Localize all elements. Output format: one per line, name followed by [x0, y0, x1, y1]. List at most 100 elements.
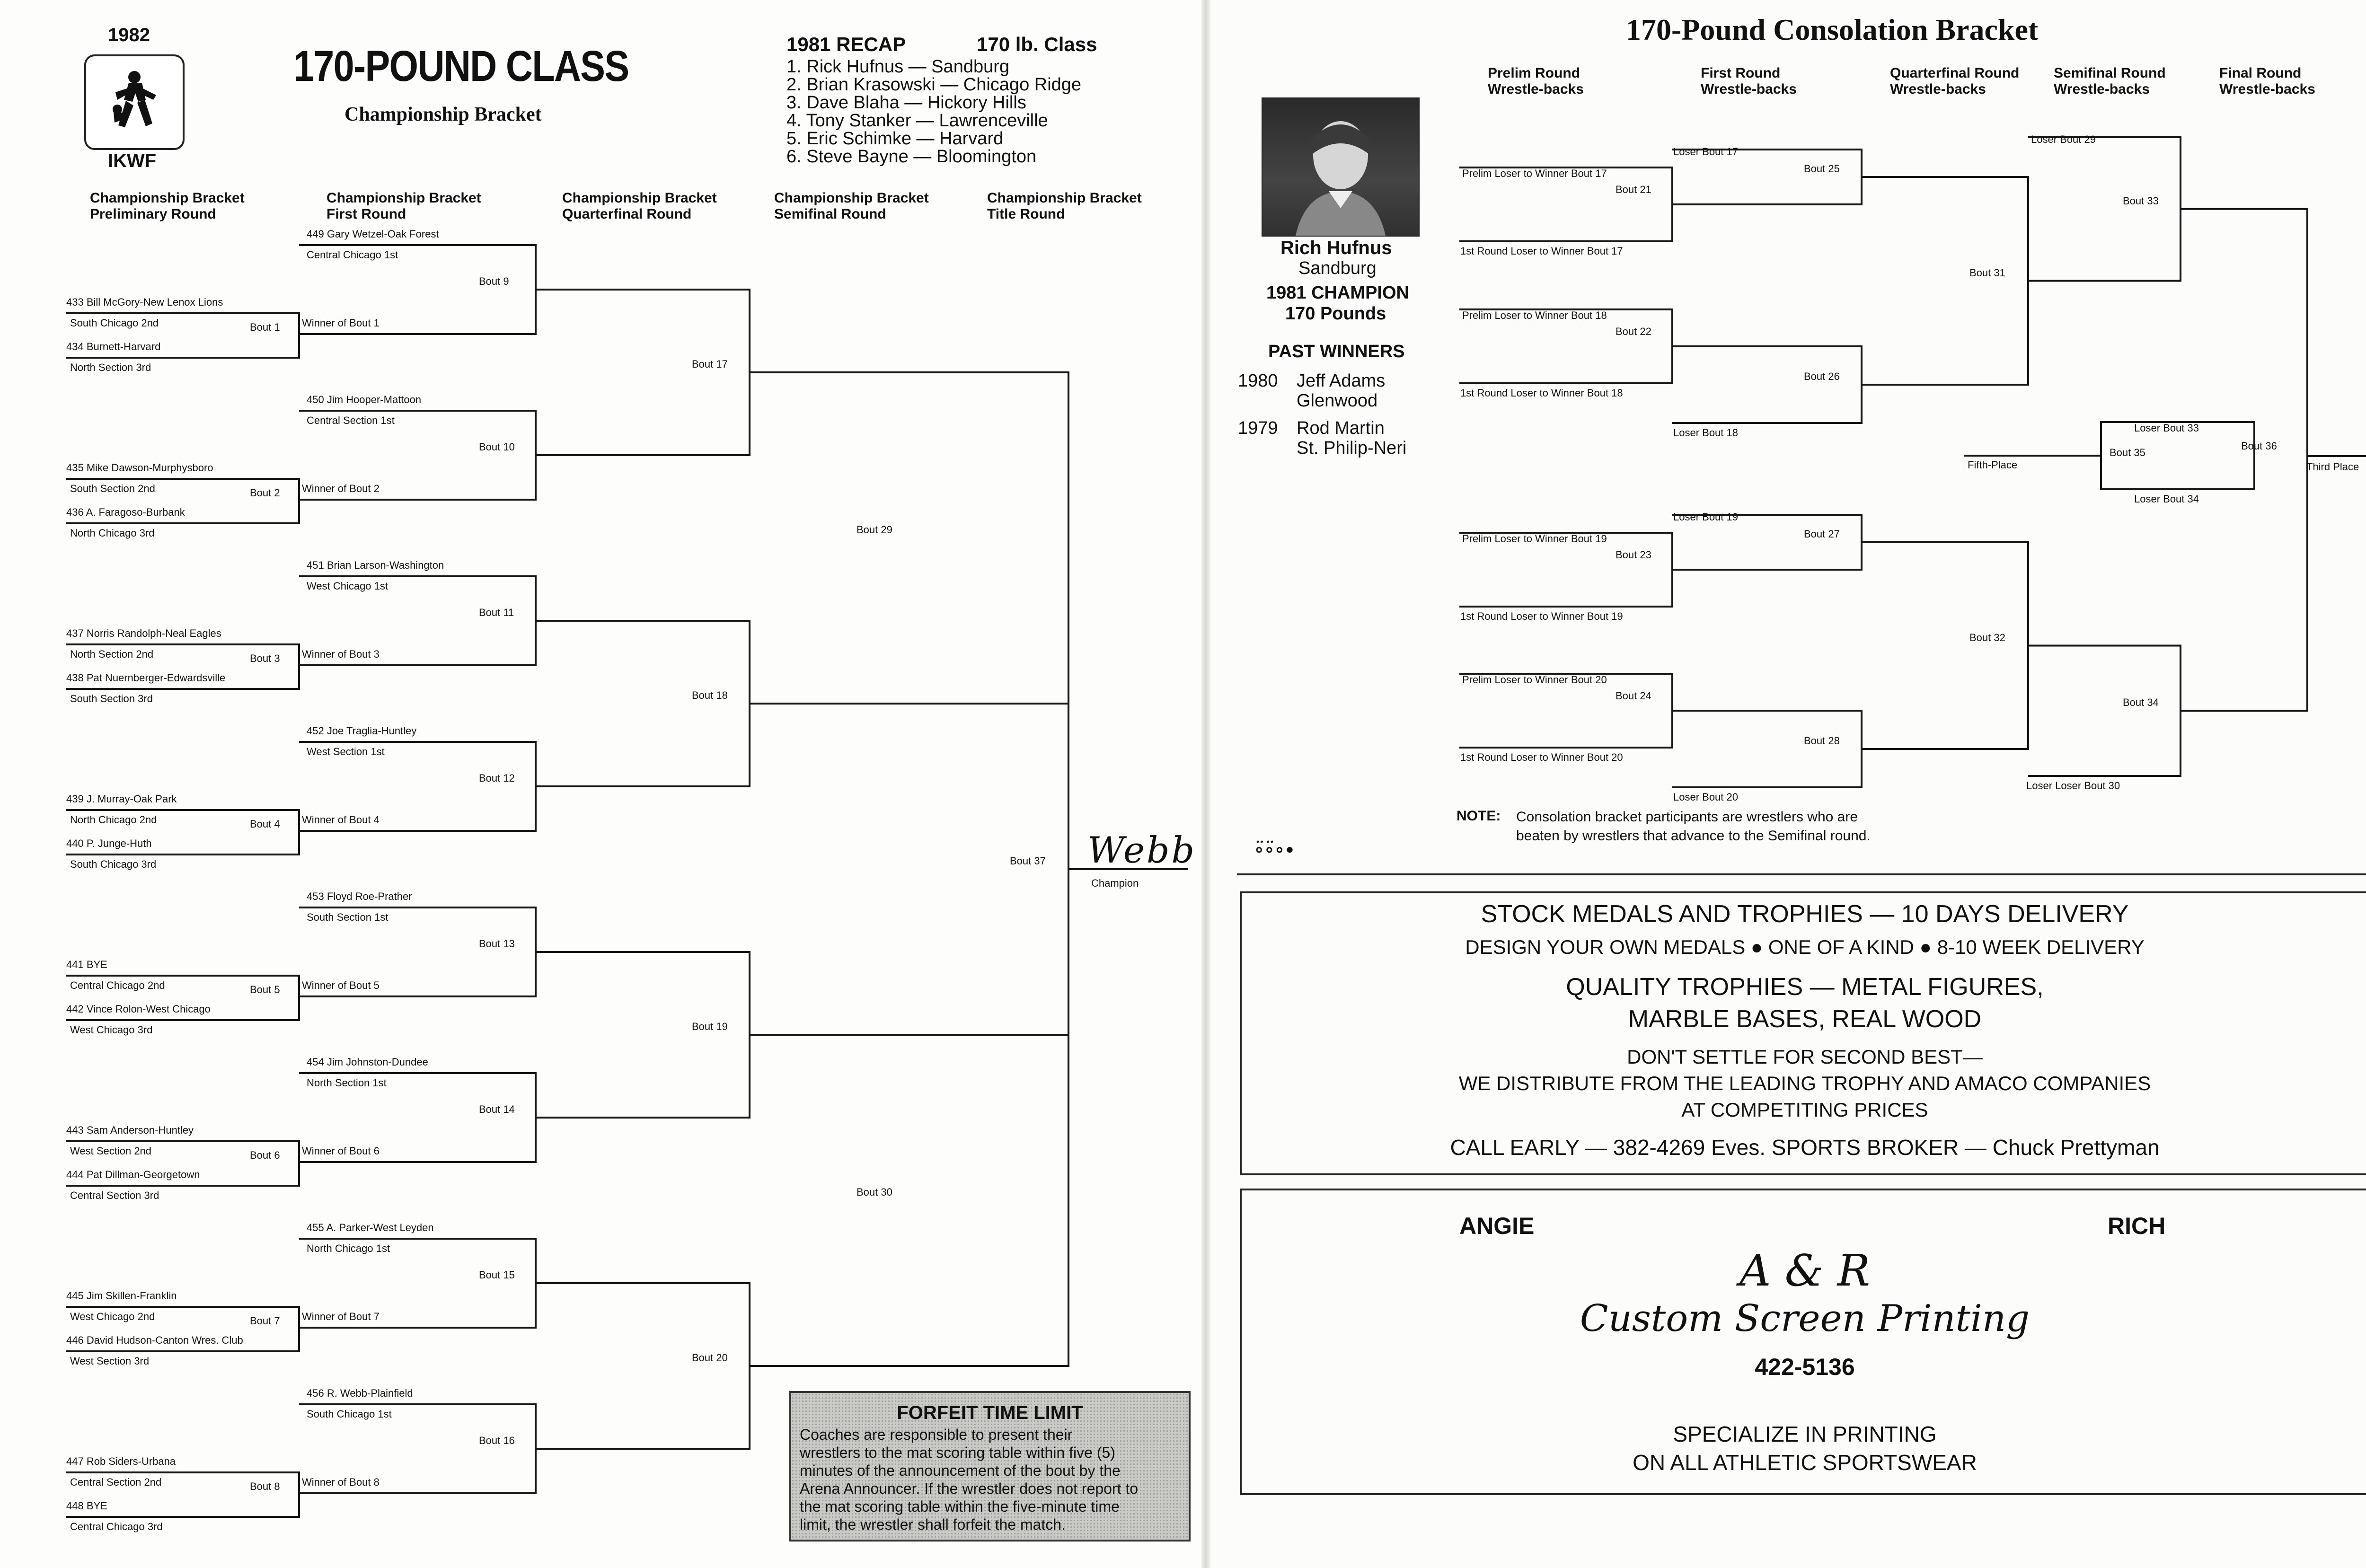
wrestler-name: 449 Gary Wetzel-Oak Forest: [307, 228, 439, 240]
bout-label: Bout 29: [856, 524, 892, 536]
round-header: First Round: [327, 206, 406, 222]
loser-slot: Loser Loser Bout 30: [2026, 780, 2120, 792]
bout-label: Bout 9: [479, 275, 509, 287]
year-label: 1982: [108, 25, 150, 45]
round-header: Prelim Round: [1488, 65, 1580, 81]
ad-script: Custom Screen Printing: [1580, 1297, 2030, 1340]
note-label: NOTE:: [1457, 808, 1501, 824]
ad-line-6: WE DISTRIBUTE FROM THE LEADING TROPHY AN…: [1458, 1072, 2151, 1094]
fifth-place-label: Fifth-Place: [1968, 459, 2018, 471]
loser-slot: Loser Bout 29: [2031, 133, 2096, 145]
bout-label: Bout 23: [1616, 549, 1651, 561]
forfeit-line: limit, the wrestler shall forfeit the ma…: [800, 1516, 1066, 1533]
wrestler-name: 445 Jim Skillen-Franklin: [66, 1290, 177, 1302]
loser-slot: Loser Bout 34: [2134, 493, 2199, 505]
ad-line-4: MARBLE BASES, REAL WOOD: [1628, 1005, 1982, 1033]
bout-label: Bout 32: [1969, 631, 2005, 643]
profile-title: 1981 CHAMPION: [1266, 283, 1409, 303]
bout-label: Bout 17: [692, 358, 728, 370]
wrestler-name: 443 Sam Anderson-Huntley: [66, 1124, 194, 1136]
wrestleback-slot: Prelim Loser to Winner Bout 18: [1462, 309, 1607, 321]
recap-heading: 1981 RECAP: [786, 33, 906, 55]
seed-label: North Section 2nd: [70, 648, 154, 660]
bout-label: Bout 15: [479, 1269, 515, 1281]
wrestler-name: 450 Jim Hooper-Mattoon: [307, 394, 422, 405]
round-header: Championship Bracket: [90, 190, 245, 206]
round-header: Championship Bracket: [774, 190, 929, 206]
seed-label: South Section 3rd: [70, 693, 153, 705]
wrestleback-slot: 1st Round Loser to Winner Bout 20: [1460, 751, 1623, 763]
seed-label: North Section 1st: [307, 1077, 387, 1089]
round-header: Final Round: [2219, 65, 2302, 81]
round-header: Wrestle-backs: [1890, 81, 1986, 97]
ad-logo: A & R: [1739, 1245, 1871, 1296]
winner-label: Winner of Bout 4: [302, 814, 380, 826]
profile-school: Sandburg: [1298, 258, 1377, 278]
seed-label: North Chicago 3rd: [70, 527, 155, 539]
wrestler-name: 442 Vince Rolon-West Chicago: [66, 1003, 211, 1015]
forfeit-line: Arena Announcer. If the wrestler does no…: [800, 1480, 1139, 1497]
seed-label: West Chicago 2nd: [70, 1311, 155, 1322]
seed-label: West Section 3rd: [70, 1355, 150, 1367]
ad-line-7: AT COMPETITING PRICES: [1681, 1099, 1928, 1121]
wrestleback-slot: Prelim Loser to Winner Bout 20: [1462, 674, 1607, 686]
profile-weight: 170 Pounds: [1285, 304, 1386, 324]
third-place-label: Third Place: [2306, 461, 2359, 473]
loser-slot: Loser Bout 18: [1673, 427, 1738, 439]
wrestler-name: 447 Rob Siders-Urbana: [66, 1455, 176, 1467]
round-header: Quarterfinal Round: [1890, 65, 2020, 81]
seed-label: West Chicago 1st: [307, 580, 388, 592]
seed-label: West Section 1st: [307, 746, 385, 758]
bout-label: Bout 24: [1616, 690, 1651, 702]
seed-label: North Section 3rd: [70, 361, 151, 373]
round-header: Preliminary Round: [90, 206, 216, 222]
right-page: [1206, 0, 2366, 1568]
wrestler-icon: [113, 71, 156, 127]
round-header: Title Round: [987, 206, 1065, 222]
note-line-2: beaten by wrestlers that advance to the …: [1516, 828, 1871, 844]
past-year: 1979: [1238, 418, 1278, 438]
forfeit-line: wrestlers to the mat scoring table withi…: [800, 1444, 1115, 1461]
seed-label: West Chicago 3rd: [70, 1024, 153, 1036]
seed-label: South Section 2nd: [70, 483, 155, 494]
wrestler-name: 453 Floyd Roe-Prather: [307, 890, 412, 902]
wrestler-name: 452 Joe Traglia-Huntley: [307, 725, 417, 737]
ad-line-1: STOCK MEDALS AND TROPHIES — 10 DAYS DELI…: [1481, 900, 2129, 928]
seed-label: North Chicago 1st: [307, 1242, 390, 1254]
past-year: 1980: [1238, 371, 1278, 391]
bout-label: Bout 34: [2123, 696, 2159, 709]
bout-label: Bout 37: [1010, 855, 1046, 867]
seed-label: Central Chicago 3rd: [70, 1521, 163, 1533]
bout-label: Bout 2: [250, 487, 280, 499]
seed-label: Central Section 3rd: [70, 1189, 159, 1201]
winner-label: Winner of Bout 3: [302, 648, 380, 660]
bout-label: Bout 4: [250, 818, 280, 830]
forfeit-box: FORFEIT TIME LIMIT Coaches are responsib…: [789, 1391, 1191, 1542]
ikwf-logo: [84, 54, 185, 150]
wrestler-name: 433 Bill McGory-New Lenox Lions: [66, 296, 223, 308]
bout-label: Bout 20: [692, 1352, 728, 1364]
wrestler-name: 454 Jim Johnston-Dundee: [307, 1056, 428, 1068]
loser-slot: Loser Bout 33: [2134, 422, 2199, 434]
wrestler-name: 436 A. Faragoso-Burbank: [66, 506, 185, 518]
bout-label: Bout 14: [479, 1103, 515, 1115]
bout-label: Bout 11: [479, 607, 514, 618]
wrestler-name: 456 R. Webb-Plainfield: [307, 1387, 413, 1399]
round-header: Championship Bracket: [987, 190, 1142, 206]
ad-name-left: ANGIE: [1459, 1213, 1535, 1239]
seed-label: Central Section 2nd: [70, 1476, 162, 1488]
bout-label: Bout 22: [1616, 326, 1651, 337]
signature-scribble: ∘̈∘̈∘∙: [1254, 837, 1295, 862]
seed-label: South Section 1st: [307, 911, 388, 923]
round-header: Championship Bracket: [327, 190, 481, 206]
wrestleback-slot: 1st Round Loser to Winner Bout 17: [1460, 245, 1623, 257]
wrestler-name: 451 Brian Larson-Washington: [307, 559, 444, 571]
champion-handwritten: Webb: [1087, 829, 1197, 871]
wrestler-name: 446 David Hudson-Canton Wres. Club: [66, 1334, 243, 1346]
recap-entry: 4. Tony Stanker — Lawrenceville: [786, 111, 1048, 131]
ad-line-2: DESIGN YOUR OWN MEDALS ● ONE OF A KIND ●…: [1465, 936, 2145, 958]
screen-printing-ad: ANGIE RICH A & R Custom Screen Printing …: [1240, 1189, 2366, 1495]
round-header: First Round: [1701, 65, 1781, 81]
